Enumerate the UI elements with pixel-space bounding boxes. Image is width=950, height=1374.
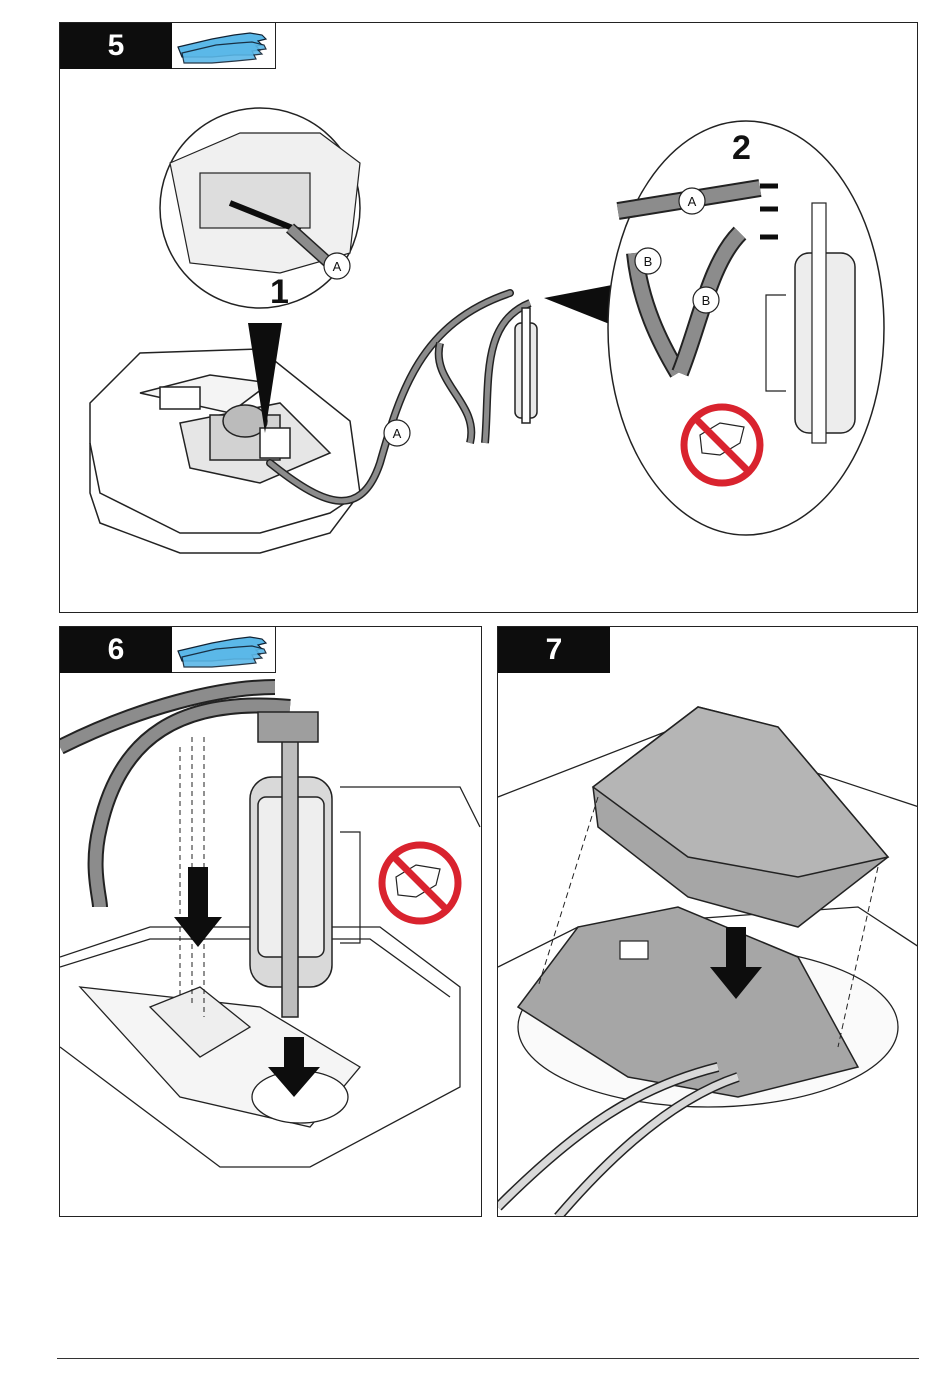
step-6-illustration <box>60 627 482 1217</box>
footer-rule <box>57 1358 919 1359</box>
cover-lid <box>593 707 888 927</box>
do-not-touch-icon <box>382 845 458 921</box>
step-5-panel: 5 <box>59 22 918 613</box>
detail-2-label: 2 <box>732 129 751 167</box>
detail-1-label: 1 <box>270 273 289 311</box>
cartridge-small <box>515 308 537 423</box>
callout-a-detail-1: A <box>333 259 342 274</box>
callout-b-1: B <box>644 254 653 269</box>
down-arrow-1 <box>174 867 222 947</box>
detail-2-pointer <box>544 285 612 325</box>
detail-1-circle: A <box>160 108 360 308</box>
callout-a-detail-2: A <box>688 194 697 209</box>
cartridge <box>250 712 332 1017</box>
detail-2-circle: A B B <box>608 121 884 535</box>
step-6-panel: 6 <box>59 626 482 1217</box>
step-5-illustration: A A 1 A <box>60 23 918 613</box>
callout-b-2: B <box>702 293 711 308</box>
instrument-base <box>90 349 360 553</box>
step-7-panel: 7 <box>497 626 918 1217</box>
do-not-touch-icon <box>684 407 760 483</box>
callout-a-main: A <box>393 426 402 441</box>
step-7-illustration <box>498 627 918 1217</box>
